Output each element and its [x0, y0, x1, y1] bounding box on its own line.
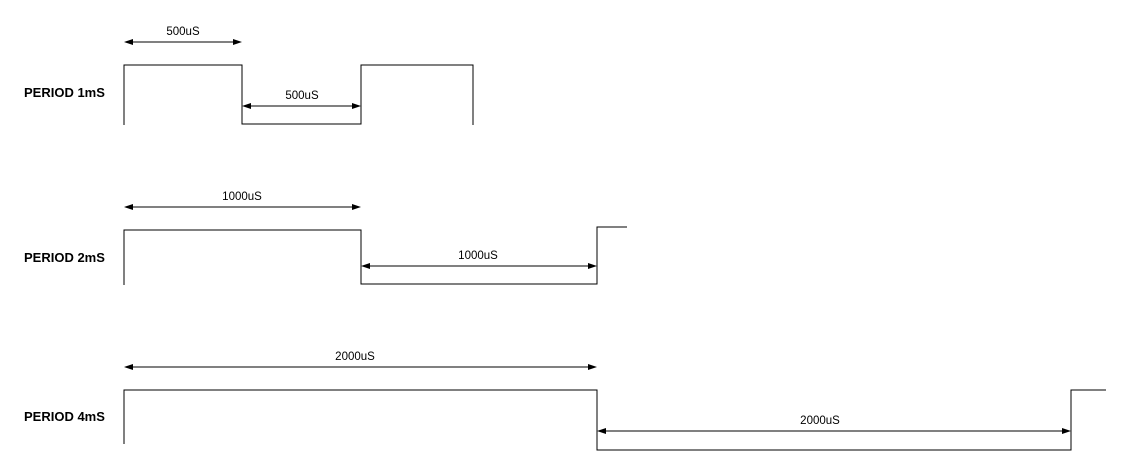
arrow-right-icon: [352, 103, 361, 109]
dimension-label: 500uS: [285, 90, 319, 102]
waveform-period-4ms: PERIOD 4mS 2000uS 2000uS: [24, 351, 1106, 451]
dimension-label: 1000uS: [458, 250, 498, 262]
arrow-left-icon: [124, 204, 133, 210]
square-wave: [123, 226, 627, 285]
waveform-period-2ms: PERIOD 2mS 1000uS 1000uS: [24, 191, 627, 285]
dimension-high-time: 2000uS: [124, 351, 597, 370]
dimension-label: 2000uS: [800, 415, 840, 427]
square-wave: [123, 64, 474, 125]
arrow-right-icon: [352, 204, 361, 210]
dimension-low-time: 2000uS: [597, 415, 1071, 434]
arrow-right-icon: [1062, 428, 1071, 434]
arrow-left-icon: [361, 263, 370, 269]
arrow-left-icon: [124, 364, 133, 370]
square-wave: [123, 389, 1106, 451]
arrow-right-icon: [588, 364, 597, 370]
period-label: PERIOD 2mS: [24, 250, 105, 265]
arrow-left-icon: [597, 428, 606, 434]
dimension-label: 500uS: [166, 26, 200, 38]
dimension-low-time: 1000uS: [361, 250, 597, 269]
arrow-right-icon: [588, 263, 597, 269]
period-label: PERIOD 1mS: [24, 85, 105, 100]
period-label: PERIOD 4mS: [24, 409, 105, 424]
dimension-low-time: 500uS: [242, 90, 361, 109]
dimension-label: 2000uS: [335, 351, 375, 363]
dimension-high-time: 500uS: [124, 26, 242, 45]
arrow-right-icon: [233, 39, 242, 45]
arrow-left-icon: [242, 103, 251, 109]
dimension-high-time: 1000uS: [124, 191, 361, 210]
waveform-period-1ms: PERIOD 1mS 500uS 500uS: [24, 26, 474, 125]
arrow-left-icon: [124, 39, 133, 45]
dimension-label: 1000uS: [222, 191, 262, 203]
